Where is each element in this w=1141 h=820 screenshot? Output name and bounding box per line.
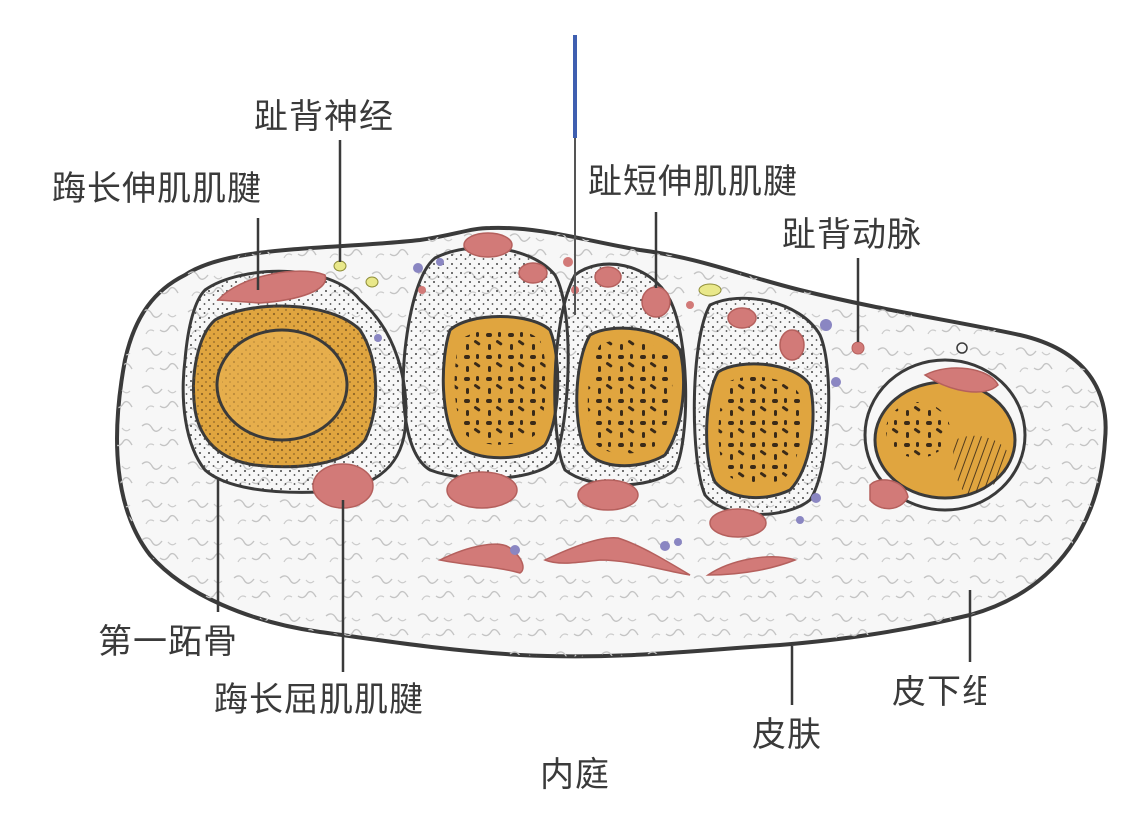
vessel-4 — [563, 257, 573, 267]
fifth-metatarsal-hatch — [953, 435, 1010, 494]
second-metatarsal-marrow — [454, 328, 547, 445]
fourth-metatarsal-marrow — [718, 376, 803, 485]
vessel-10 — [796, 516, 804, 524]
vessel-11 — [510, 545, 520, 555]
ehl-tendon-shape — [216, 270, 327, 304]
label-fhl-tendon: 踇长屈肌肌腱 — [214, 680, 424, 720]
flexor-tendon-2 — [446, 471, 518, 509]
edb-tendon-4 — [641, 286, 671, 318]
label-subcutaneous-tissue: 皮下组织 — [892, 675, 986, 709]
dorsal-artery-dot — [851, 341, 865, 355]
edb-tendon-2 — [518, 262, 548, 284]
fifth-metatarsal-marrow — [886, 402, 950, 458]
diagram-title: 内庭 — [540, 755, 610, 795]
edb-tendon-5 — [727, 307, 757, 329]
edb-tendon-3 — [594, 266, 622, 288]
plantar-muscle-1 — [437, 543, 524, 574]
flexor-tendon-4 — [709, 508, 767, 538]
vessel-7 — [820, 319, 832, 331]
vessel-1 — [413, 263, 423, 273]
third-metatarsal-marrow — [587, 339, 673, 454]
small-vessel-top — [956, 342, 968, 354]
vessel-8 — [831, 377, 841, 387]
label-dorsal-digital-artery: 趾背动脉 — [782, 215, 922, 255]
label-edb-tendon: 趾短伸肌肌腱 — [588, 162, 798, 202]
plantar-muscle-2 — [543, 537, 691, 576]
flexor-tendon-3 — [577, 479, 639, 511]
vessel-2 — [436, 258, 444, 266]
label-first-metatarsal: 第一跖骨 — [98, 622, 238, 662]
vessel-6 — [686, 301, 694, 309]
dorsal-nerve-dot — [333, 260, 347, 272]
nerve-dot-3 — [365, 276, 379, 288]
label-dorsal-digital-nerve: 趾背神经 — [254, 97, 394, 137]
plantar-muscle-3 — [705, 556, 798, 576]
vessel-3 — [418, 286, 426, 294]
flexor-tendon-5 — [869, 479, 909, 510]
nerve-dot-2 — [698, 283, 722, 297]
first-metatarsal-medulla-dots — [222, 335, 342, 435]
fifth-dorsal-tendon — [923, 367, 999, 393]
vessel-12 — [660, 541, 670, 551]
label-skin: 皮肤 — [752, 715, 822, 755]
vessel-14 — [374, 334, 382, 342]
edb-tendon-6 — [779, 329, 805, 361]
vessel-9 — [811, 493, 821, 503]
label-ehl-tendon: 踇长伸肌肌腱 — [52, 169, 262, 209]
leader-lines — [216, 140, 972, 705]
edb-tendon-1 — [463, 232, 513, 258]
vessel-13 — [674, 538, 682, 546]
